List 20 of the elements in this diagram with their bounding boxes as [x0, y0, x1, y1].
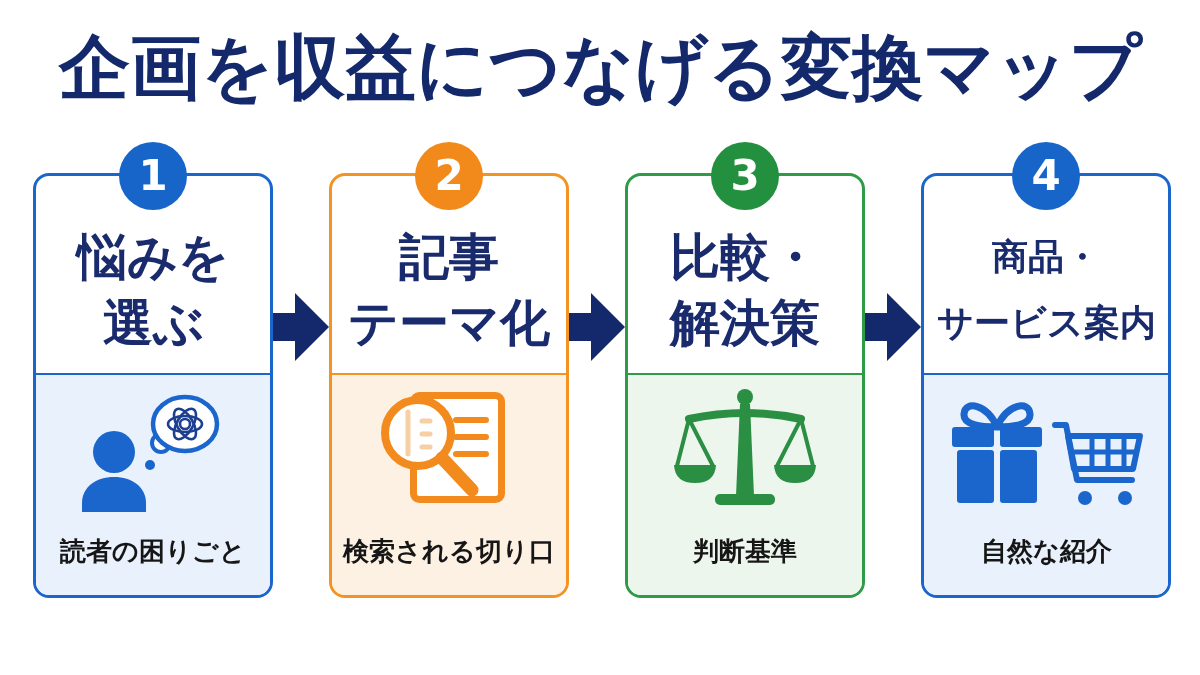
step-detail-text: 自然な紹介 [980, 535, 1112, 568]
arrow [865, 293, 921, 361]
step-detail-text: 検索される切り口 [343, 535, 555, 568]
step-detail-panel [924, 373, 1168, 595]
step-detail-panel [36, 373, 270, 595]
diagram-title: 企画を収益につなげる変換マップ [58, 25, 1142, 111]
step-heading: 比較・解決策 [670, 227, 820, 354]
step-heading: 商品・サービス案内 [936, 235, 1156, 345]
arrow [273, 293, 329, 361]
step-heading: 記事テーマ化 [348, 227, 550, 354]
step-detail-text: 読者の困りごと [60, 535, 246, 568]
step-number-badge: 2 [415, 142, 483, 210]
step-detail-panel [332, 373, 566, 595]
step-number-badge: 4 [1012, 142, 1080, 210]
step-heading: 悩みを選ぶ [77, 227, 229, 354]
step-detail-panel [628, 373, 862, 595]
step-detail-text: 判断基準 [693, 535, 797, 568]
step-number-badge: 1 [119, 142, 187, 210]
step-number-badge: 3 [711, 142, 779, 210]
arrow [569, 293, 625, 361]
